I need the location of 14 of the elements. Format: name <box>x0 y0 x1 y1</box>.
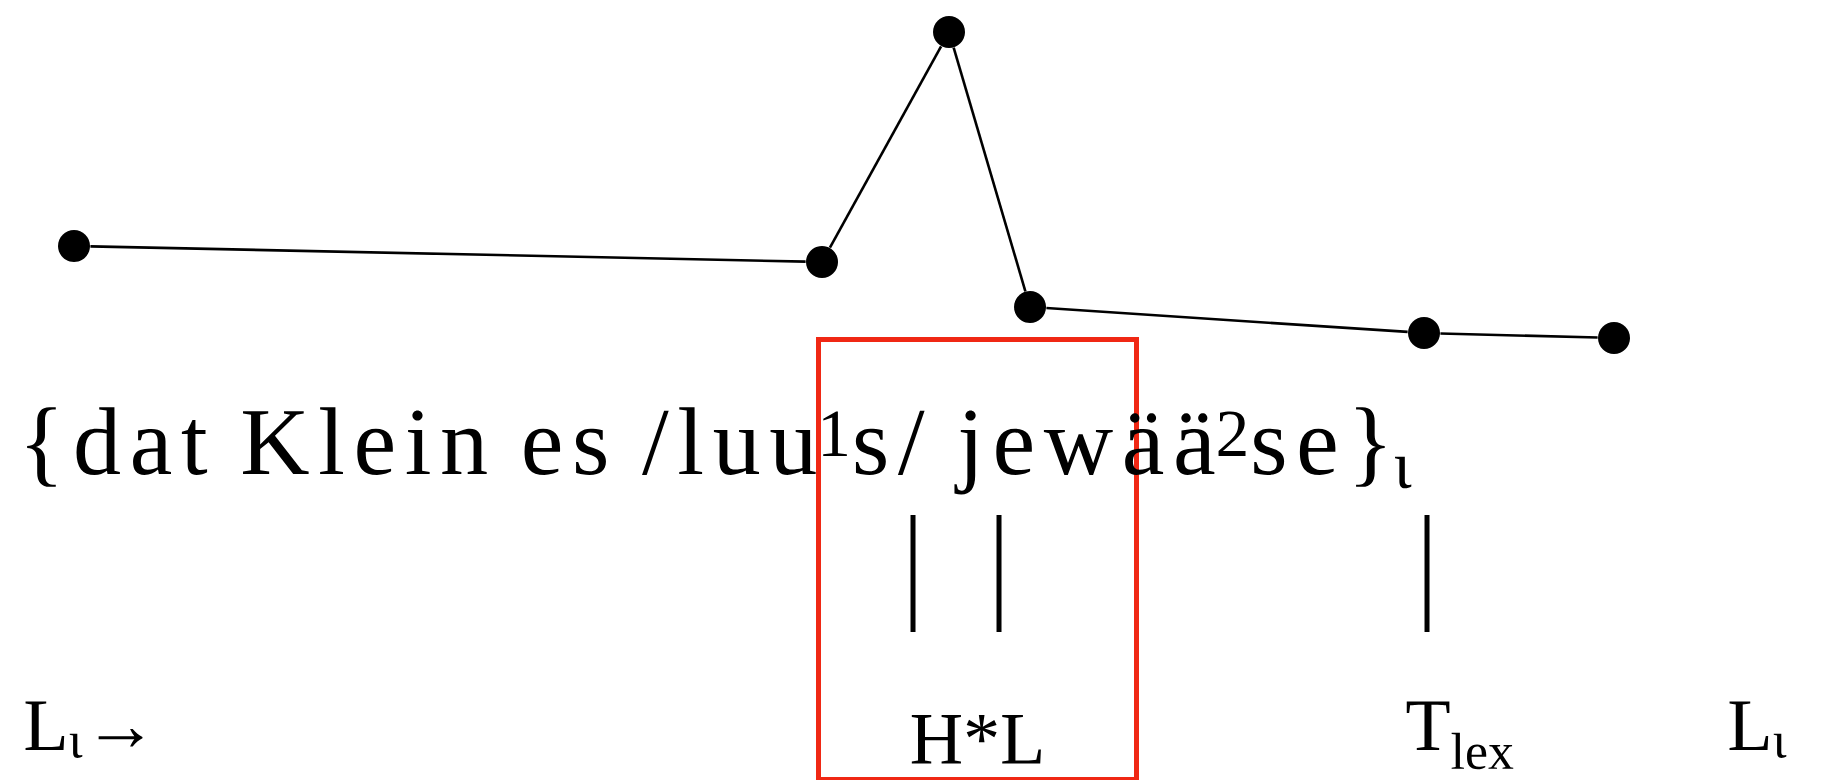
contour-line <box>1440 332 1598 339</box>
contour-point <box>933 16 965 48</box>
contour-point <box>58 230 90 262</box>
contour-point <box>1014 291 1046 323</box>
contour-line <box>1046 306 1408 334</box>
tone-label: L$_{ι}$→ <box>25 701 143 758</box>
tone-label: L$_{ι}$ <box>1729 701 1787 758</box>
contour-line <box>828 45 943 249</box>
tone-label: T$_{lex}$ <box>1406 701 1514 770</box>
contour-point <box>806 246 838 278</box>
contour-point <box>1598 322 1630 354</box>
contour-line <box>952 47 1027 292</box>
contour-point <box>1408 317 1440 349</box>
contour-line <box>90 245 806 263</box>
